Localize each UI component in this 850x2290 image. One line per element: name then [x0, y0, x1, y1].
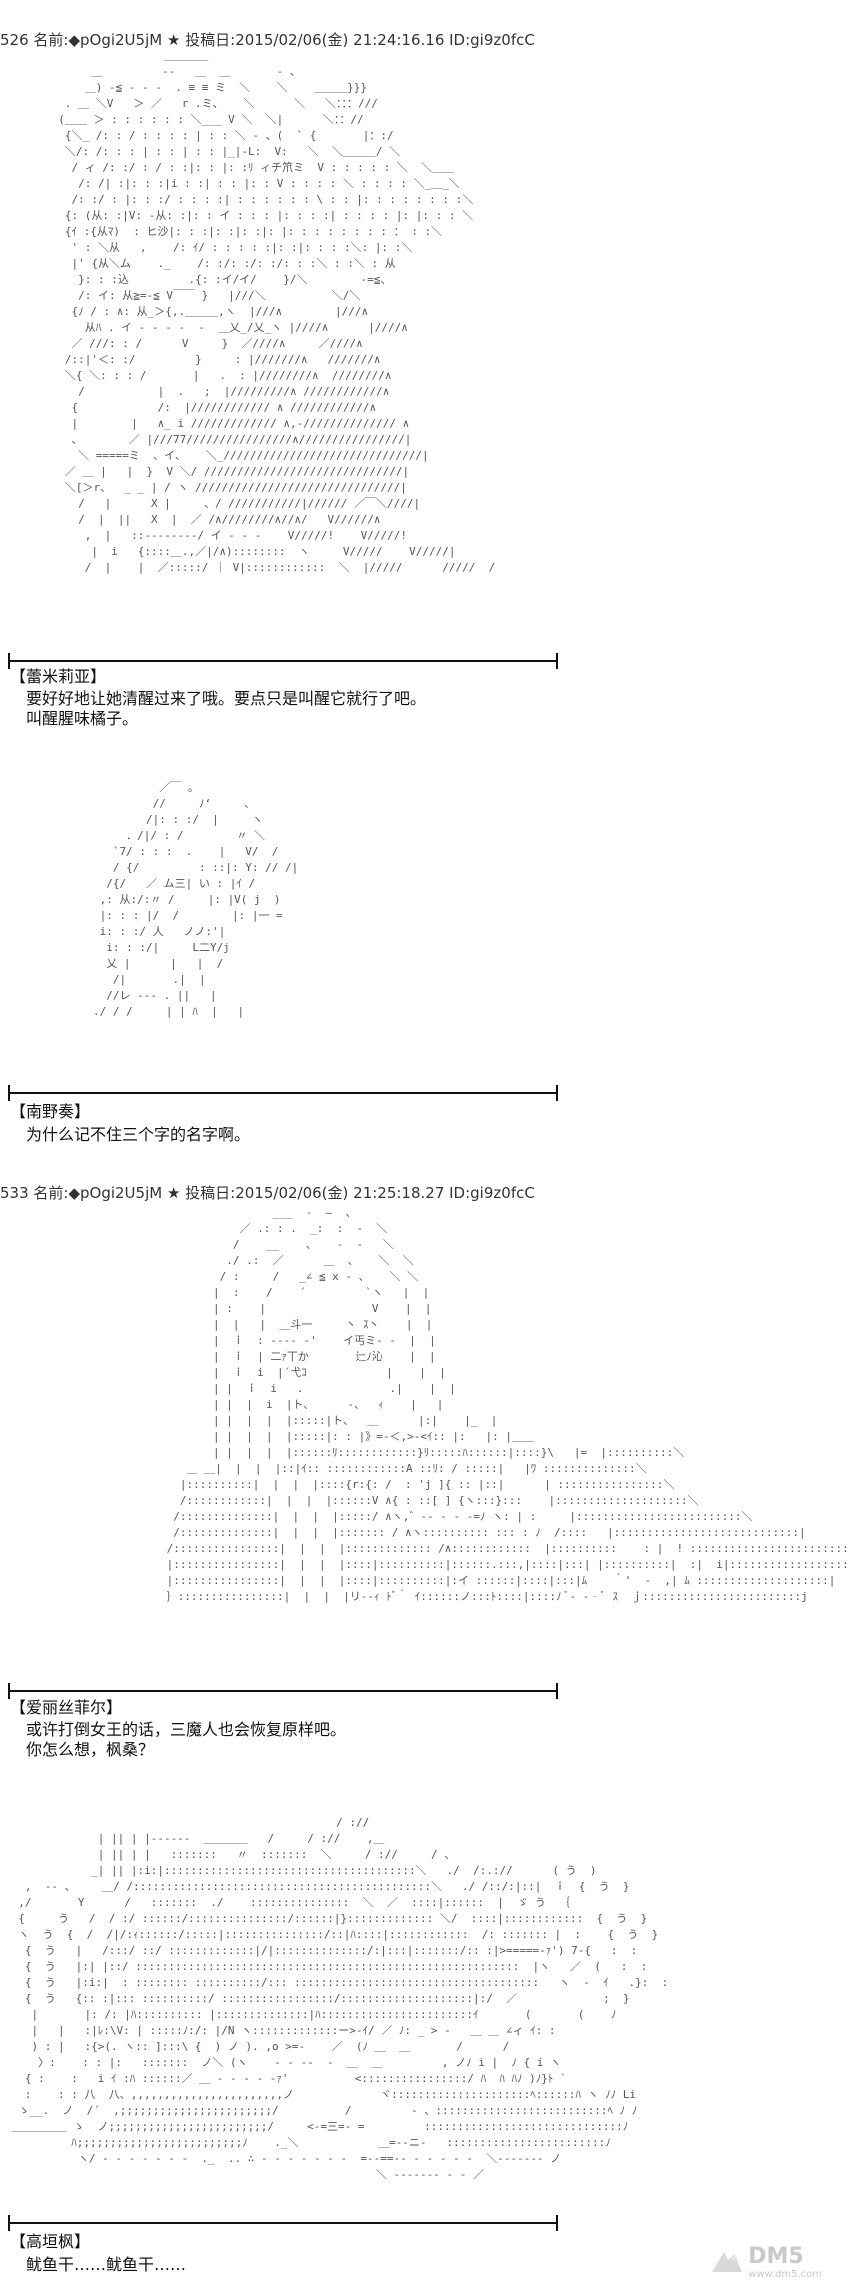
speaker-irisviel: 【爱丽丝菲尔】	[10, 1698, 123, 1717]
post-header-526: 526 名前:◆pOgi2U5jM ★ 投稿日:2015/02/06(金) 21…	[0, 31, 535, 49]
speaker-remilia: 【蕾米莉亚】	[10, 667, 107, 686]
post-header-533: 533 名前:◆pOgi2U5jM ★ 投稿日:2015/02/06(金) 21…	[0, 1184, 535, 1202]
ascii-art-irisviel: ___ ‐ ― 、 ／ .: : . _: : ‐ ＼ / __ 、 - - ＼…	[166, 1206, 850, 1603]
divider-2	[8, 1085, 558, 1101]
watermark: DM5 www.dm5.com	[710, 2244, 822, 2280]
ascii-art-kaede: / :// | || | |‐‐‐‐‐‐ ＿＿＿＿ / / :// ,＿ | |…	[11, 1816, 669, 2181]
dialogue-line: 为什么记不住三个字的名字啊。	[26, 1125, 251, 1144]
speaker-kaede: 【高垣枫】	[10, 2232, 91, 2251]
dm5-logo-icon	[712, 2252, 743, 2272]
divider-3	[8, 1683, 558, 1699]
dialogue-4: 鱿鱼干……鱿鱼干……	[26, 2255, 186, 2275]
ascii-art-kanade: ／￣ 。 // ﾉ‘ 、 /|: : :/ | ヽ ．/|/ : / 〃 ＼ `…	[92, 781, 299, 1018]
dialogue-line: 要好好地让她清醒过来了哦。要点只是叫醒它就行了吧。	[26, 689, 427, 708]
dialogue-3: 或许打倒女王的话，三魔人也会恢复原样吧。 你怎么想，枫桑？	[26, 1720, 346, 1760]
watermark-url: www.dm5.com	[748, 2269, 822, 2280]
watermark-text: DM5	[748, 2244, 804, 2269]
dialogue-line: 你怎么想，枫桑？	[26, 1740, 155, 1759]
dialogue-line: 或许打倒女王的话，三魔人也会恢复原样吧。	[26, 1720, 347, 1739]
divider-1	[8, 653, 558, 669]
dialogue-line: 叫醒腥味橘子。	[26, 709, 139, 728]
speaker-kanade: 【南野奏】	[10, 1102, 91, 1121]
ascii-art-remilia: ＿＿＿＿ ＿ -‐ ＿ ＿ ‐ 、 ＿) -≦ ‐ - - . ≡ ≡ ミ ＼ …	[58, 49, 496, 574]
dialogue-2: 为什么记不住三个字的名字啊。	[26, 1125, 250, 1145]
divider-4	[8, 2215, 558, 2231]
dialogue-line: 鱿鱼干……鱿鱼干……	[26, 2255, 187, 2274]
dialogue-1: 要好好地让她清醒过来了哦。要点只是叫醒它就行了吧。 叫醒腥味橘子。	[26, 689, 426, 729]
